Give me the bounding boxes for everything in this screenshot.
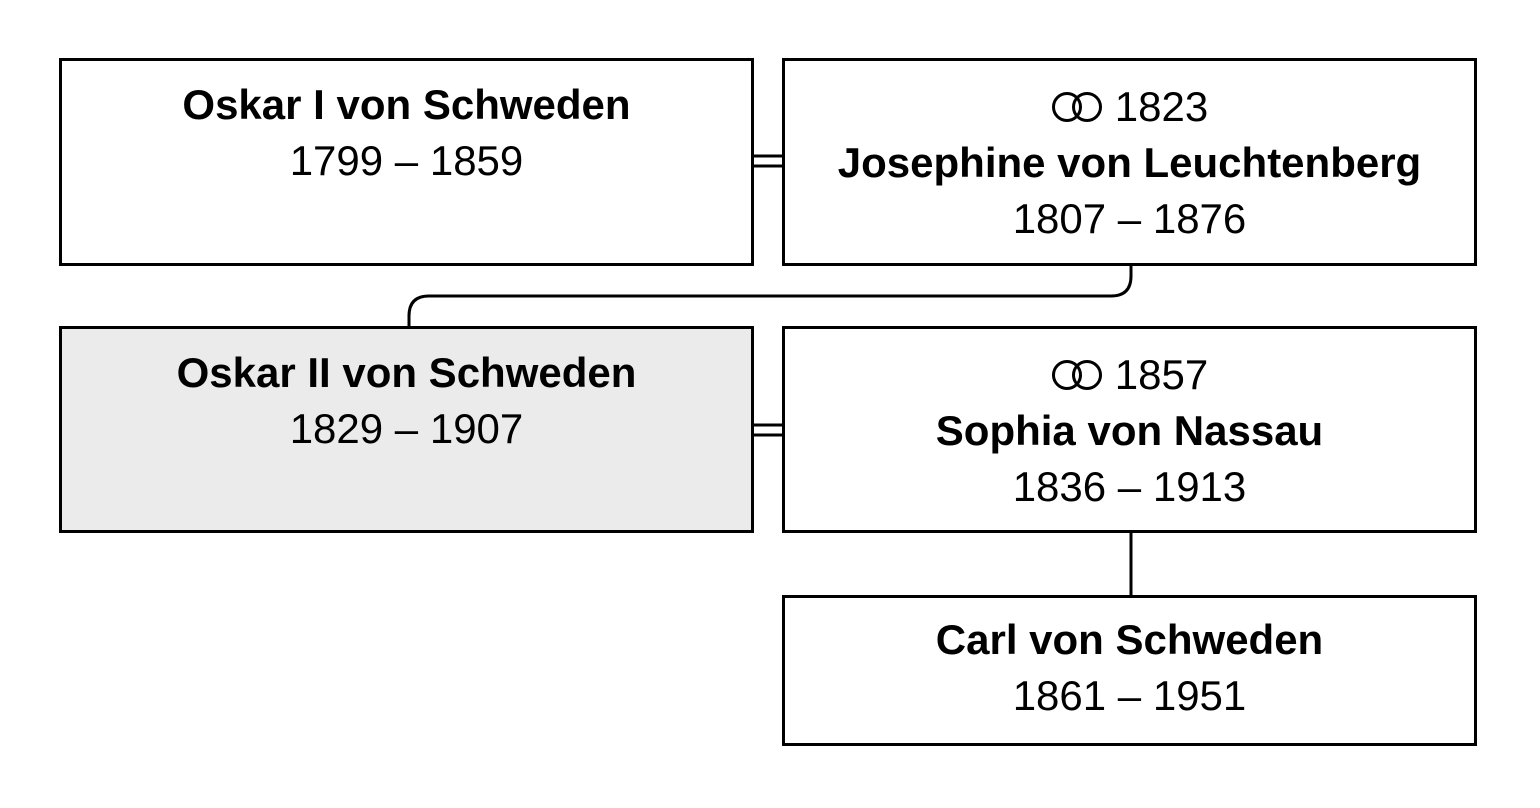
person-dates: 1861 – 1951: [1012, 672, 1247, 719]
person-name: Josephine von Leuchtenberg: [837, 139, 1422, 186]
marriage-info: 1823: [785, 79, 1474, 135]
person-name: Carl von Schweden: [935, 616, 1324, 663]
person-dates: 1836 – 1913: [1012, 463, 1247, 510]
descent-connector-oskar-ii: [407, 266, 1133, 326]
person-name: Oskar I von Schweden: [182, 81, 631, 128]
person-box-carl[interactable]: Carl von Schweden 1861 – 1951: [782, 595, 1477, 746]
marriage-year: 1823: [1114, 83, 1209, 130]
person-dates: 1799 – 1859: [289, 137, 524, 184]
wedding-rings-icon: [1051, 359, 1102, 390]
person-box-sophia[interactable]: 1857 Sophia von Nassau 1836 – 1913: [782, 326, 1477, 533]
marriage-info: 1857: [785, 347, 1474, 403]
person-name: Oskar II von Schweden: [176, 349, 637, 396]
wedding-rings-icon: [1051, 91, 1102, 122]
person-name: Sophia von Nassau: [935, 407, 1324, 454]
person-box-oskar-ii[interactable]: Oskar II von Schweden 1829 – 1907: [59, 326, 754, 533]
marriage-year: 1857: [1114, 351, 1209, 398]
person-dates: 1829 – 1907: [289, 405, 524, 452]
person-box-josephine[interactable]: 1823 Josephine von Leuchtenberg 1807 – 1…: [782, 58, 1477, 266]
person-dates: 1807 – 1876: [1012, 195, 1247, 242]
person-box-oskar-i[interactable]: Oskar I von Schweden 1799 – 1859: [59, 58, 754, 266]
